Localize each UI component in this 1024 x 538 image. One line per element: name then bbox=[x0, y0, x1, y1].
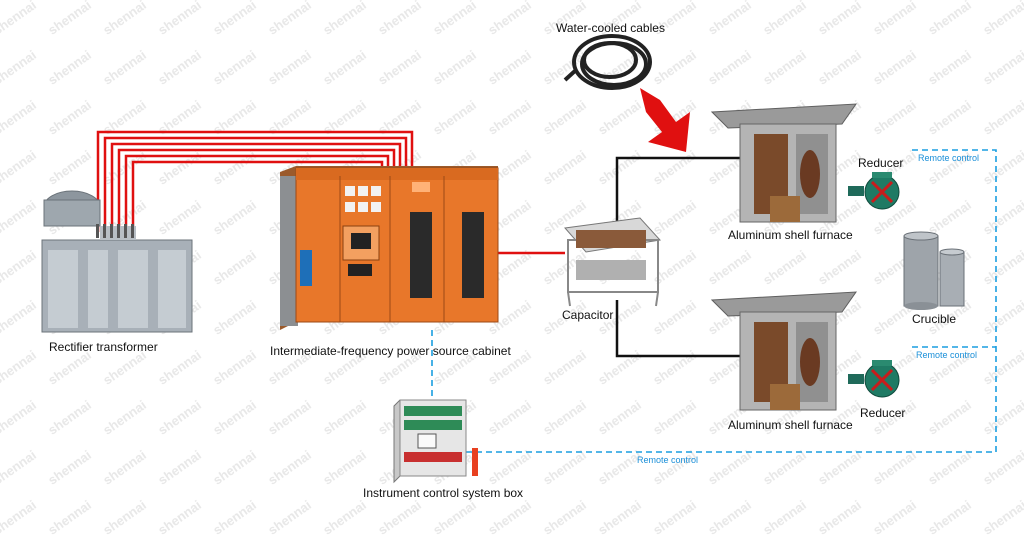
cable-arrow-icon bbox=[640, 88, 690, 152]
power-cabinet-label: Intermediate-frequency power source cabi… bbox=[270, 344, 511, 358]
reducer-top-icon bbox=[848, 172, 900, 210]
remote-control-label-middle: Remote control bbox=[916, 350, 978, 360]
capacitor-furnace-lines bbox=[615, 156, 740, 358]
furnace-bottom-label: Aluminum shell furnace bbox=[728, 418, 853, 432]
water-cooled-cables-label: Water-cooled cables bbox=[556, 21, 665, 35]
control-box-label: Instrument control system box bbox=[363, 486, 524, 500]
rectifier-transformer-icon bbox=[41, 190, 193, 333]
reducer-bottom-label: Reducer bbox=[860, 406, 906, 420]
capacitor-label: Capacitor bbox=[562, 308, 614, 322]
remote-control-label-bottom: Remote control bbox=[637, 455, 699, 465]
reducer-top-label: Reducer bbox=[858, 156, 904, 170]
reducer-bottom-icon bbox=[848, 360, 900, 398]
capacitor-icon bbox=[564, 217, 661, 307]
remote-control-label-top: Remote control bbox=[918, 153, 980, 163]
crucible-label: Crucible bbox=[912, 312, 957, 326]
furnace-top-label: Aluminum shell furnace bbox=[728, 228, 853, 242]
furnace-bottom-icon bbox=[710, 291, 857, 411]
power-cabinet-icon bbox=[280, 166, 499, 330]
crucible-icon bbox=[903, 231, 965, 310]
rectifier-transformer-label: Rectifier transformer bbox=[49, 340, 158, 354]
control-box-icon bbox=[393, 399, 478, 484]
furnace-top-icon bbox=[710, 103, 857, 223]
remote-control-lines bbox=[431, 149, 997, 453]
water-cooled-cable-icon bbox=[563, 34, 652, 90]
busbar-lines bbox=[96, 130, 414, 232]
